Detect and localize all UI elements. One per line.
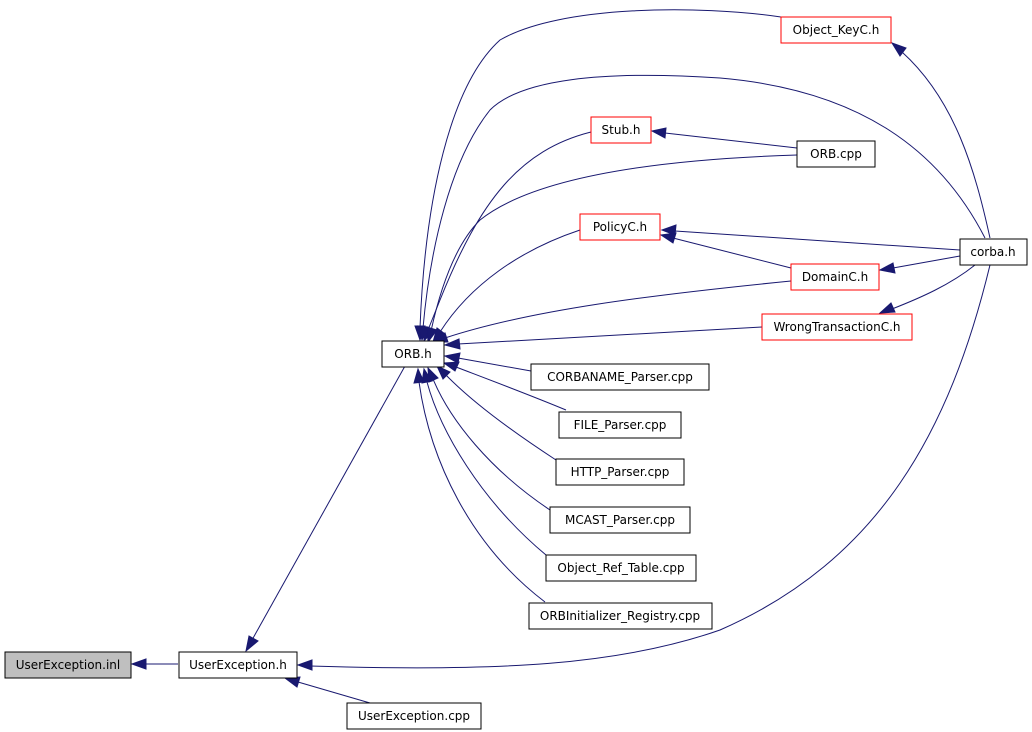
node-corba-h[interactable]: corba.h [959,238,1028,266]
edge-corba-h-to-orb-h-top [417,74,986,342]
edge-corba-h-to-policyc [660,224,961,251]
node-label: ORB.cpp [810,147,862,161]
edge-corbaname-parser-to-orb-h [443,352,532,372]
node-wrongtransactionc-h[interactable]: WrongTransactionC.h [761,313,913,341]
edge-file-parser-to-orb-h [442,361,567,411]
node-label: HTTP_Parser.cpp [571,465,670,479]
node-object-keyc-h[interactable]: Object_KeyC.h [780,16,892,44]
node-stub-h[interactable]: Stub.h [590,116,652,144]
node-userexception-h[interactable]: UserException.h [178,651,298,679]
node-label: ORB.h [394,347,431,361]
node-orb-cpp[interactable]: ORB.cpp [796,140,876,168]
edge-corba-h-to-wrongtransactionc [878,264,976,314]
node-label: UserException.cpp [358,709,470,723]
node-userexception-cpp[interactable]: UserException.cpp [346,702,482,730]
edge-corba-h-to-userexception-h [296,264,991,671]
node-label: ORBInitializer_Registry.cpp [540,609,700,623]
node-object-ref-table-cpp[interactable]: Object_Ref_Table.cpp [545,554,697,582]
node-policyc-h[interactable]: PolicyC.h [579,213,661,241]
node-label: FILE_Parser.cpp [574,418,667,432]
node-label: Stub.h [602,123,641,137]
node-corbaname-parser-cpp[interactable]: CORBANAME_Parser.cpp [530,363,710,391]
node-label: CORBANAME_Parser.cpp [547,370,693,384]
node-label: PolicyC.h [593,220,647,234]
edge-corba-h-to-domainc [878,255,961,274]
node-label: UserException.h [189,658,287,672]
edge-orb-cpp-to-stub [650,127,798,149]
node-orb-h[interactable]: ORB.h [381,340,445,368]
node-label: corba.h [970,245,1015,259]
node-file-parser-cpp[interactable]: FILE_Parser.cpp [558,411,682,439]
node-domainc-h[interactable]: DomainC.h [790,263,880,291]
edge-corba-h-to-object-keyc [890,42,991,239]
edge-domainc-to-policyc [659,232,792,269]
edge-wrongtransactionc-to-orb-h [443,326,763,350]
node-mcast-parser-cpp[interactable]: MCAST_Parser.cpp [549,506,691,534]
node-label: UserException.inl [16,658,121,672]
edge-orbinitializer-registry-to-orb-h [413,367,546,603]
node-label: Object_Ref_Table.cpp [557,561,684,575]
edge-object-ref-table-to-orb-h [421,367,547,556]
node-http-parser-cpp[interactable]: HTTP_Parser.cpp [555,458,685,486]
edge-domainc-to-orb-h [431,280,792,343]
node-orbinitializer-registry-cpp[interactable]: ORBInitializer_Registry.cpp [528,602,713,630]
node-label: WrongTransactionC.h [773,320,900,334]
edge-http-parser-to-orb-h [435,364,557,461]
node-label: Object_KeyC.h [793,23,880,37]
edge-policyc-to-orb-h [432,229,581,344]
edge-orb-h-to-userexception-h [245,365,406,653]
node-label: DomainC.h [802,270,868,284]
edge-userexception-h-to-inl [130,658,178,670]
edge-userexception-cpp-to-h [283,676,371,704]
node-label: MCAST_Parser.cpp [565,513,675,527]
node-userexception-inl[interactable]: UserException.inl [4,651,132,679]
edge-orb-cpp-to-orb-h [426,154,798,344]
